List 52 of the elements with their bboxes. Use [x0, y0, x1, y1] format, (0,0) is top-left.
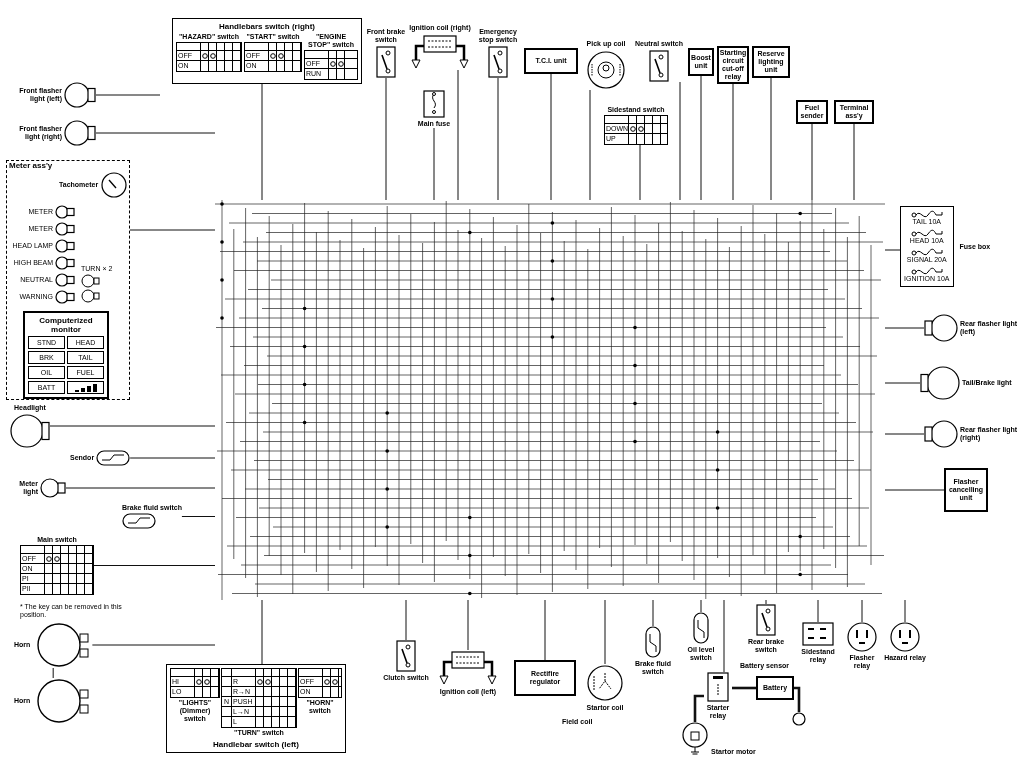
wire: [794, 686, 801, 712]
wire: [700, 599, 702, 613]
wire: [884, 327, 925, 329]
wire: [884, 433, 925, 435]
wire: [433, 127, 435, 201]
wire: [770, 77, 772, 201]
wire: [732, 83, 734, 201]
wire: [181, 516, 216, 517]
wire: [853, 123, 855, 201]
wire: [604, 599, 606, 665]
wire: [129, 229, 216, 231]
wire: [93, 565, 216, 566]
wire: [467, 599, 469, 651]
wire: [550, 73, 552, 201]
wire: [261, 83, 263, 201]
wire: [385, 77, 387, 201]
wire: [52, 667, 54, 679]
wire: [405, 599, 407, 641]
wire: [817, 599, 819, 623]
wire: [129, 457, 216, 459]
wire: [639, 144, 641, 201]
wire: [544, 599, 546, 661]
dashed-enclosure: [6, 160, 130, 400]
switch-housing-frame: [172, 18, 362, 84]
component-label: Meter ass'y: [9, 161, 53, 170]
component-label: Handlebars switch (right): [219, 22, 315, 31]
wire: [811, 123, 813, 201]
switch-housing-frame: [166, 664, 346, 753]
component-label: Computerized monitor: [38, 316, 94, 334]
wire: [457, 69, 459, 201]
wire: [884, 249, 901, 251]
wire: [497, 77, 499, 201]
wire: [91, 644, 216, 646]
component-label: Handlebar switch (left): [213, 740, 299, 749]
wire: [884, 489, 945, 491]
monitor-panel: [23, 311, 109, 399]
wire: [95, 132, 216, 134]
wire: [49, 425, 216, 427]
wire: [261, 599, 263, 665]
wire: [693, 694, 704, 722]
wire: [765, 599, 767, 605]
wire: [589, 89, 591, 201]
wire: [904, 599, 906, 623]
wire: [65, 487, 216, 489]
wire: [861, 599, 863, 623]
wire: [884, 382, 921, 384]
wire: [679, 81, 681, 201]
wire: [652, 599, 654, 627]
wire: [732, 686, 756, 690]
wire: [700, 75, 702, 201]
wire: [723, 599, 725, 673]
wire: [95, 94, 161, 96]
